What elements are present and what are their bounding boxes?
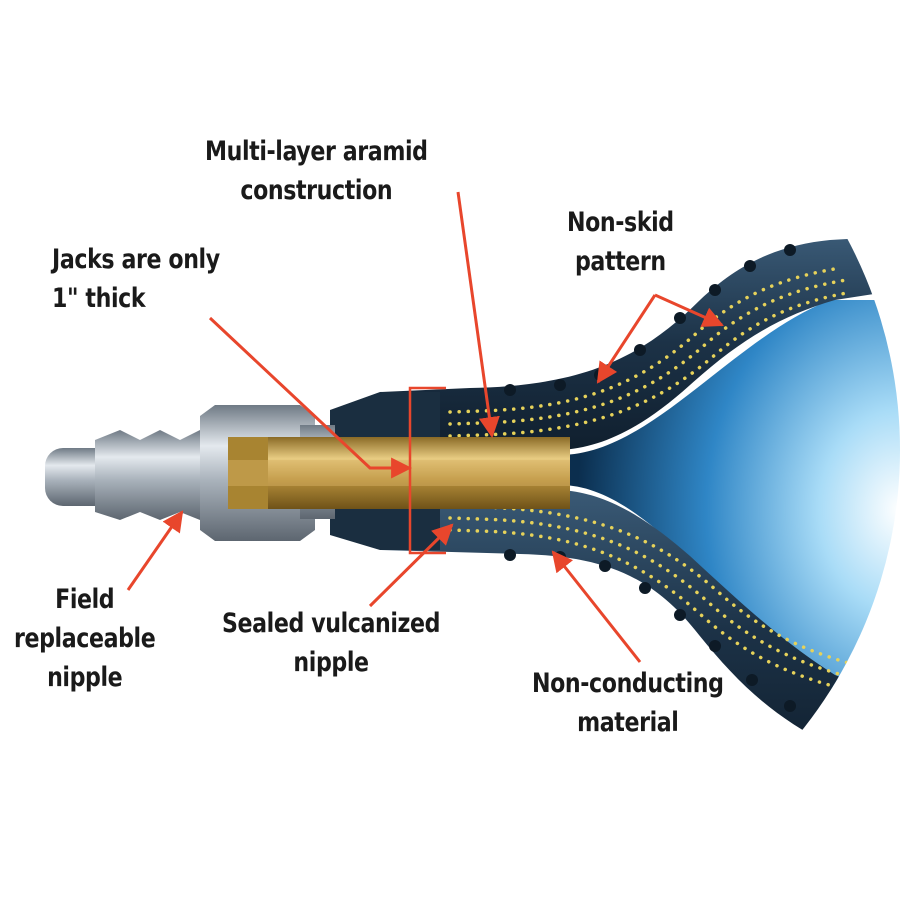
label-jacks-thickness: Jacks are only 1" thick xyxy=(52,244,220,315)
label-multi-layer-aramid: Multi-layer aramid construction xyxy=(205,136,428,207)
label-non-conducting-material: Non-conducting material xyxy=(532,668,724,739)
upper-rubber-wall xyxy=(380,236,900,450)
label-non-skid-pattern: Non-skid pattern xyxy=(567,207,674,278)
arrow-non-conducting xyxy=(551,550,642,663)
arrow-non-skid-1 xyxy=(596,294,657,384)
lower-rubber-wall xyxy=(380,490,900,770)
inner-cavity xyxy=(560,300,900,720)
leader-arrows xyxy=(126,191,724,663)
arrow-multi-layer xyxy=(456,191,500,439)
arrow-non-skid-2 xyxy=(654,293,724,327)
arrow-field xyxy=(126,510,184,591)
label-field-replaceable-nipple: Field replaceable nipple xyxy=(14,584,156,694)
arrow-sealed xyxy=(368,523,454,608)
aramid-layers xyxy=(448,266,854,690)
label-sealed-vulcanized-nipple: Sealed vulcanized nipple xyxy=(222,608,441,679)
brass-nipple xyxy=(228,437,570,509)
arrow-jacks xyxy=(208,316,413,479)
